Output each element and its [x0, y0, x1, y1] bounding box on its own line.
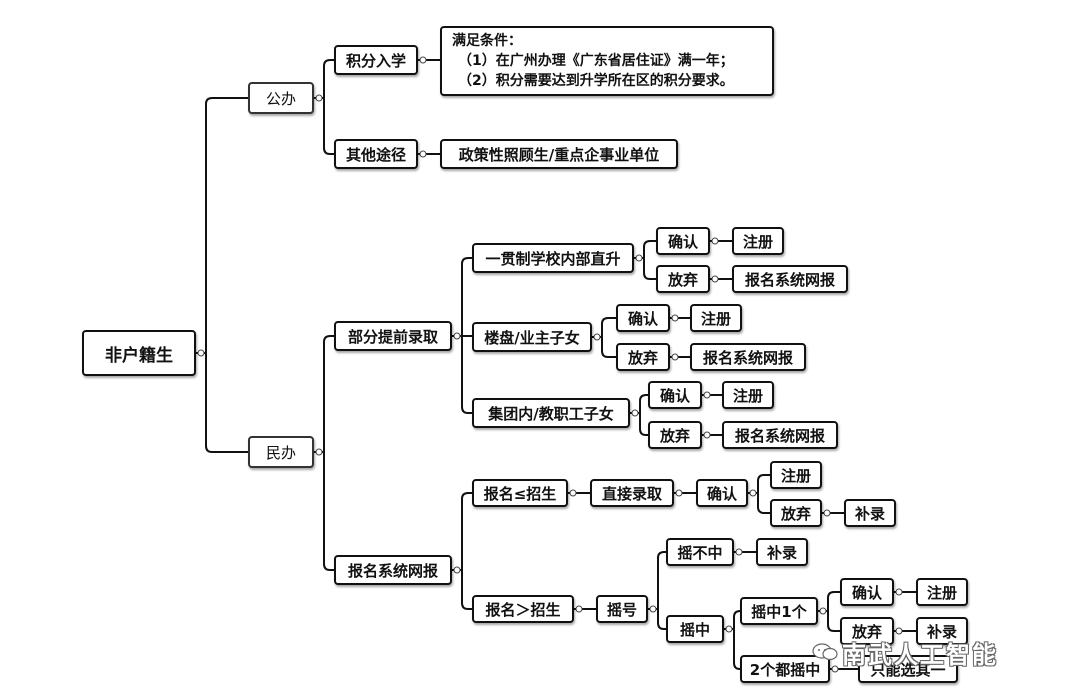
- node-group-register[interactable]: 注册: [722, 381, 774, 409]
- connector-line: [452, 257, 472, 337]
- node-conditions-note[interactable]: 满足条件： （1）在广州办理《广东省居住证》满一年； （2）积分需要达到升学所在…: [440, 26, 774, 96]
- connector-dot: [831, 665, 839, 673]
- connector-line: [630, 394, 648, 414]
- connector-dot: [315, 448, 323, 456]
- node-points-admission[interactable]: 积分入学: [334, 45, 418, 75]
- connector-dot: [197, 349, 205, 357]
- connector-dot: [419, 56, 427, 64]
- connector-line: [630, 412, 648, 436]
- node-policy-units[interactable]: 政策性照顾生/重点企事业单位: [440, 139, 678, 169]
- node-other-routes[interactable]: 其他途径: [334, 139, 418, 169]
- connector-line: [818, 591, 840, 612]
- condition-title: 满足条件：: [452, 33, 522, 49]
- connector-dot: [819, 607, 827, 615]
- node-integrated-abandon[interactable]: 放弃: [656, 265, 710, 293]
- connector-line: [314, 335, 334, 453]
- connector-dot: [671, 353, 679, 361]
- node-property-abandon[interactable]: 放弃: [616, 343, 670, 371]
- connector-line: [648, 608, 666, 630]
- connector-dot: [631, 409, 639, 417]
- node-hit-one[interactable]: 摇中1个: [740, 597, 818, 625]
- node-direct-abandon[interactable]: 放弃: [770, 499, 822, 527]
- node-hit-both[interactable]: 2个都摇中: [740, 655, 830, 683]
- connector-dot: [823, 509, 831, 517]
- condition-line-1: （1）在广州办理《广东省居住证》满一年；: [458, 53, 734, 69]
- node-public-school[interactable]: 公办: [248, 82, 314, 114]
- connector-line: [314, 59, 334, 99]
- connector-dot: [749, 489, 757, 497]
- node-choose-one[interactable]: 只能选其一: [858, 655, 958, 683]
- connector-dot: [635, 254, 643, 262]
- node-group-confirm[interactable]: 确认: [648, 381, 702, 409]
- node-group-abandon[interactable]: 放弃: [648, 421, 702, 449]
- node-integrated-confirm[interactable]: 确认: [656, 227, 710, 255]
- node-integrated-school[interactable]: 一贯制学校内部直升: [472, 243, 634, 273]
- node-hit-one-supplement[interactable]: 补录: [916, 617, 968, 645]
- connector-line: [592, 336, 616, 358]
- node-direct-register[interactable]: 注册: [770, 461, 822, 489]
- connector-dot: [419, 150, 427, 158]
- node-hit-one-confirm[interactable]: 确认: [840, 578, 894, 606]
- node-online-application[interactable]: 报名系统网报: [334, 555, 452, 585]
- node-integrated-register[interactable]: 注册: [732, 227, 784, 255]
- node-property-online[interactable]: 报名系统网报: [690, 343, 806, 371]
- connector-line: [592, 317, 616, 338]
- node-private-school[interactable]: 民办: [248, 436, 314, 468]
- connector-line: [724, 628, 741, 670]
- node-group-online[interactable]: 报名系统网报: [722, 421, 838, 449]
- connector-line: [196, 352, 248, 453]
- node-early-admission[interactable]: 部分提前录取: [334, 321, 452, 351]
- node-property-owner[interactable]: 楼盘/业主子女: [472, 322, 592, 352]
- connector-line: [634, 257, 656, 280]
- connector-dot: [569, 489, 577, 497]
- node-group-staff[interactable]: 集团内/教职工子女: [472, 398, 630, 428]
- connector-dot: [453, 332, 461, 340]
- connector-line: [452, 335, 472, 414]
- root-node[interactable]: 非户籍生: [82, 330, 196, 376]
- node-direct-admission[interactable]: 直接录取: [590, 479, 674, 507]
- connector-dot: [675, 489, 683, 497]
- connector-dot: [649, 605, 657, 613]
- connector-dot: [895, 627, 903, 635]
- connector-line: [748, 474, 770, 494]
- connector-dot: [453, 566, 461, 574]
- node-hit-one-abandon[interactable]: 放弃: [840, 617, 894, 645]
- node-direct-supplement[interactable]: 补录: [844, 499, 896, 527]
- connector-dot: [575, 605, 583, 613]
- node-lottery-hit[interactable]: 摇中: [666, 615, 724, 643]
- connector-line: [818, 610, 840, 632]
- node-apply-gt-quota[interactable]: 报名＞招生: [472, 595, 574, 623]
- connector-dot: [593, 333, 601, 341]
- connector-line: [314, 451, 334, 571]
- connector-line: [196, 97, 248, 354]
- connector-dot: [735, 548, 743, 556]
- connector-dot: [315, 94, 323, 102]
- connector-dot: [725, 625, 733, 633]
- connector-dot: [711, 237, 719, 245]
- connector-line: [452, 569, 472, 610]
- connector-line: [634, 240, 656, 259]
- connector-line: [748, 492, 770, 514]
- connector-line: [452, 492, 472, 571]
- node-property-register[interactable]: 注册: [690, 304, 742, 332]
- connector-line: [314, 97, 334, 155]
- connector-dot: [711, 275, 719, 283]
- node-direct-confirm[interactable]: 确认: [696, 479, 748, 507]
- connector-dot: [671, 314, 679, 322]
- node-apply-le-quota[interactable]: 报名≤招生: [472, 479, 568, 507]
- connector-dot: [895, 588, 903, 596]
- connector-line: [648, 551, 666, 610]
- node-lottery[interactable]: 摇号: [596, 595, 648, 623]
- node-integrated-online[interactable]: 报名系统网报: [732, 265, 848, 293]
- connector-dot: [703, 431, 711, 439]
- node-lottery-miss-supplement[interactable]: 补录: [756, 538, 808, 566]
- condition-line-2: （2）积分需要达到升学所在区的积分要求。: [458, 73, 734, 89]
- node-lottery-miss[interactable]: 摇不中: [666, 538, 734, 566]
- node-property-confirm[interactable]: 确认: [616, 304, 670, 332]
- connector-dot: [703, 391, 711, 399]
- node-hit-one-register[interactable]: 注册: [916, 578, 968, 606]
- connector-line: [724, 610, 741, 630]
